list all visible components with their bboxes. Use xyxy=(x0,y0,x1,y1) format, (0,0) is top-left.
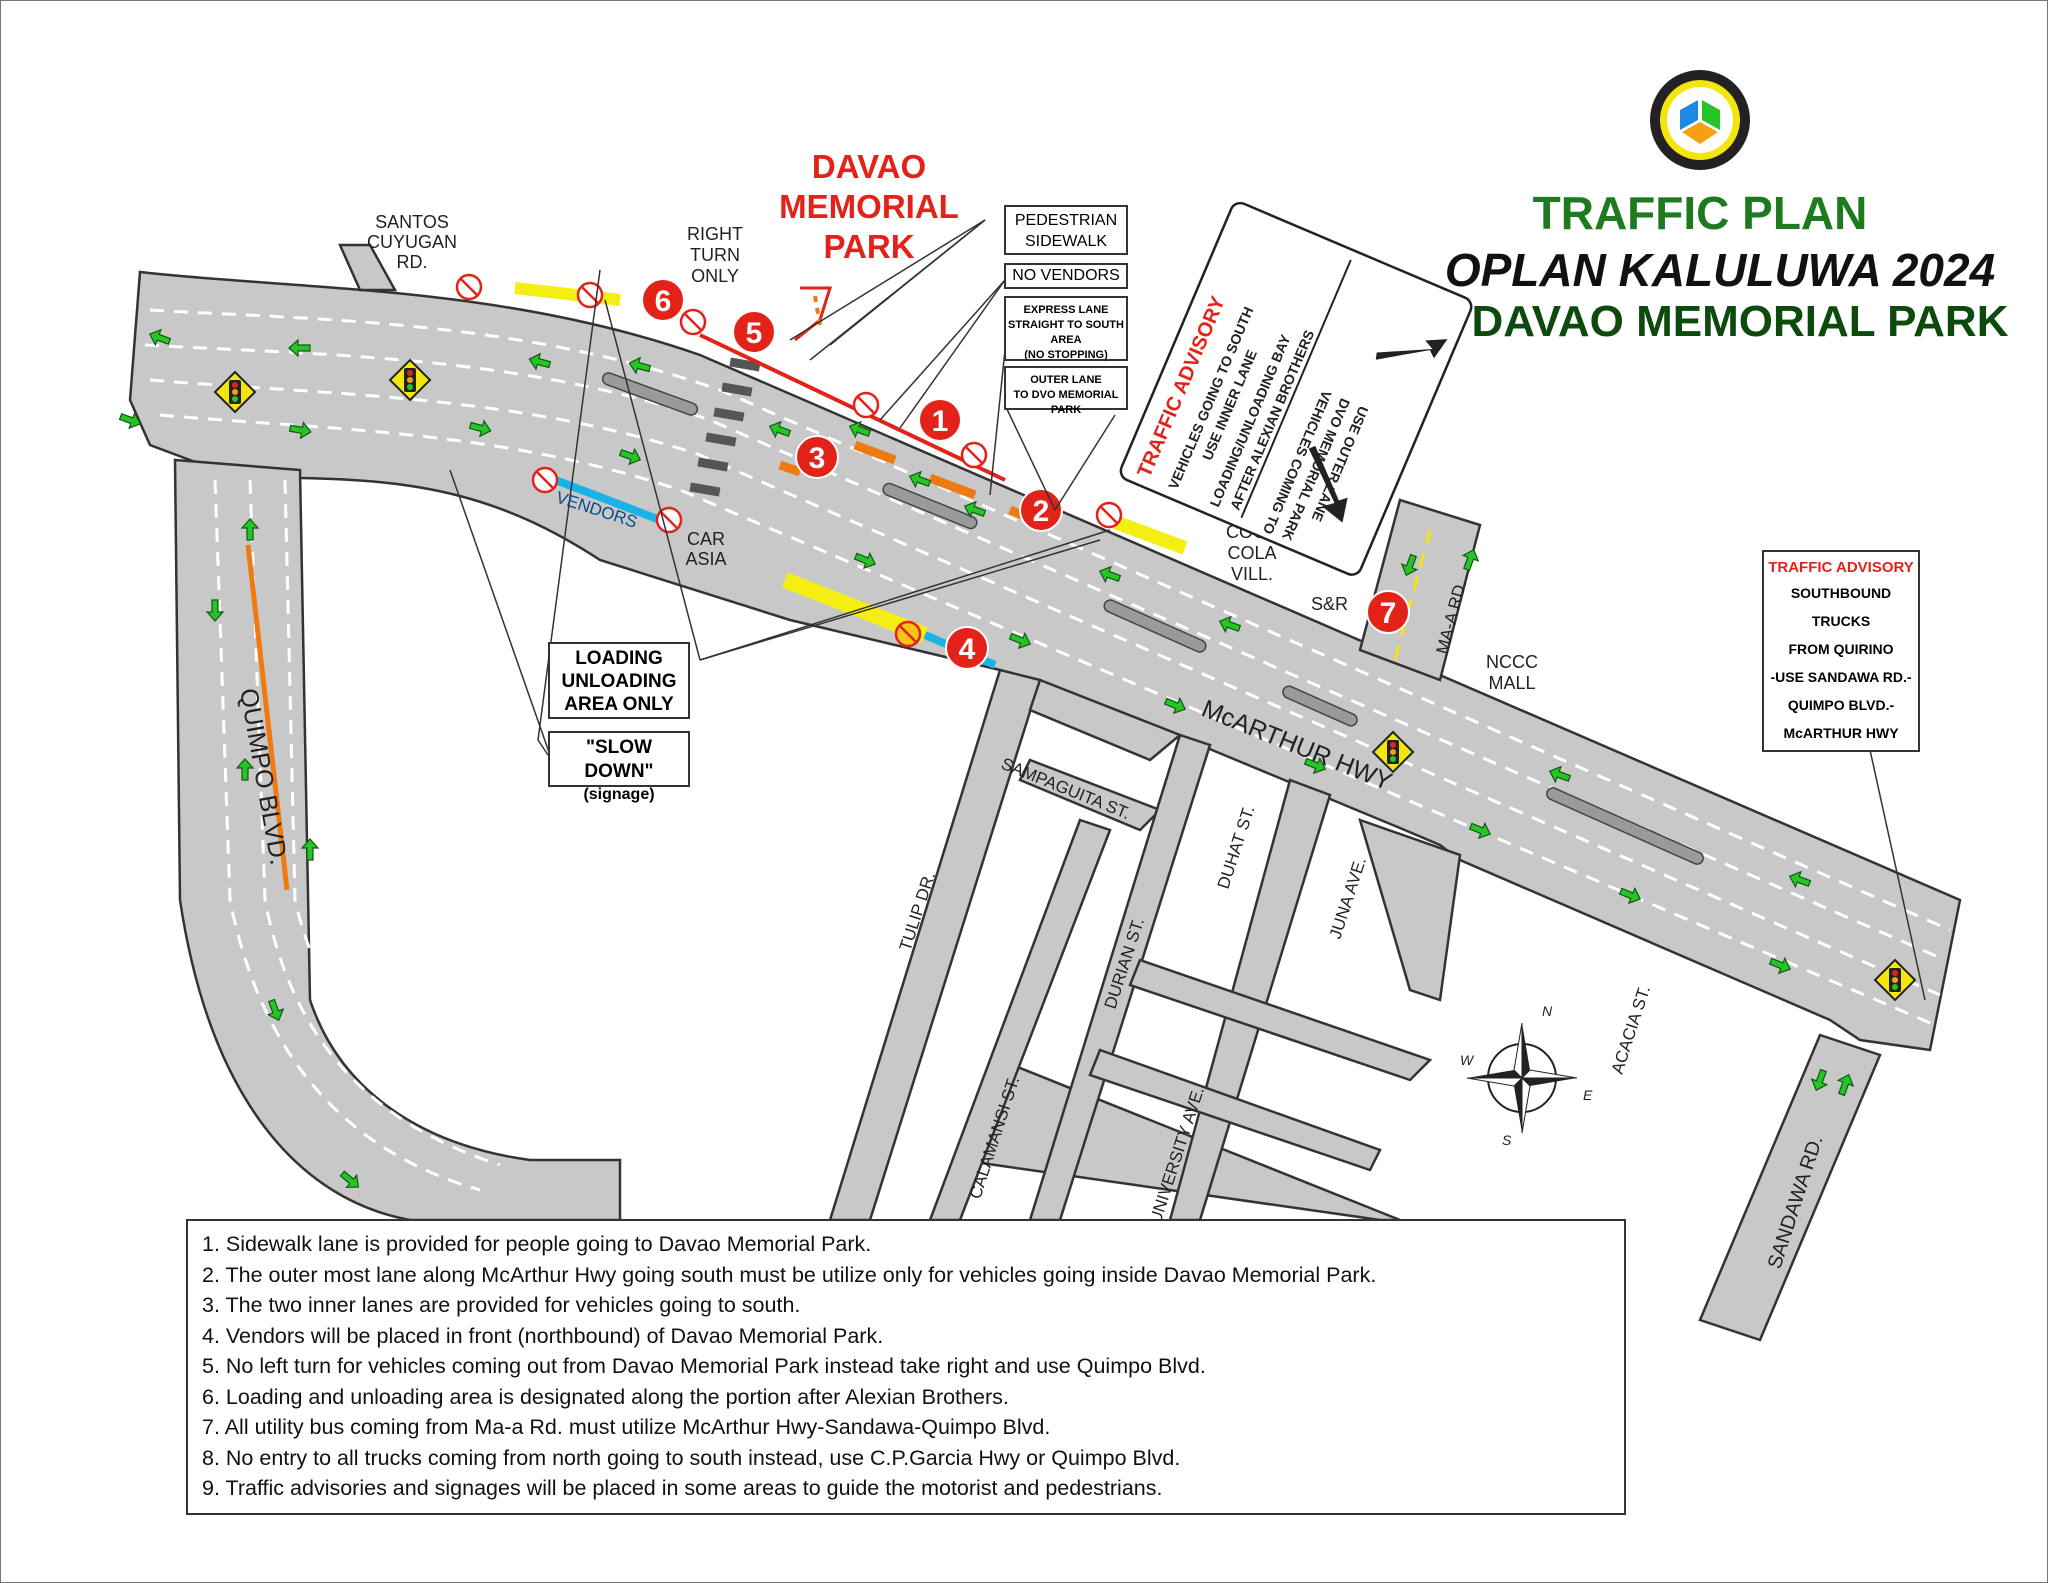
crosswalk xyxy=(689,357,761,497)
compass-e: E xyxy=(1583,1087,1593,1103)
truck-advisory: TRAFFIC ADVISORY SOUTHBOUND TRUCKS FROM … xyxy=(1762,550,1920,752)
compass-n: N xyxy=(1542,1003,1553,1019)
street-acacia: ACACIA ST. xyxy=(1608,983,1654,1076)
svg-text:1: 1 xyxy=(932,405,949,438)
road-network xyxy=(128,243,1962,1342)
title-line1: TRAFFIC PLAN xyxy=(1532,187,1868,239)
street-duhat: DUHAT ST. xyxy=(1214,803,1259,891)
marker-7: 7 xyxy=(1366,590,1410,634)
incident-markers: 1 2 3 4 5 6 7 xyxy=(641,278,1410,670)
cttmo-seal xyxy=(1650,70,1750,170)
note-item: 5. No left turn for vehicles coming out … xyxy=(202,1354,1206,1378)
callout-leaders xyxy=(449,219,1926,1001)
callout-loading: LOADING UNLOADING AREA ONLY xyxy=(548,642,690,719)
note-item: 4. Vendors will be placed in front (nort… xyxy=(202,1323,884,1348)
slow-down-sub: (signage) xyxy=(583,786,655,803)
street-juna: JUNA AVE. xyxy=(1326,855,1370,941)
svg-text:3: 3 xyxy=(809,442,826,475)
marker-5: 5 xyxy=(732,310,776,354)
title-line3: DAVAO MEMORIAL PARK xyxy=(1471,297,2009,346)
park-advisory-sign: TRAFFIC ADVISORY VEHICLES GOING TO SOUTH… xyxy=(1119,201,1473,576)
callout-outer: OUTER LANE TO DVO MEMORIAL PARK xyxy=(1004,366,1128,416)
note-item: 9. Traffic advisories and signages will … xyxy=(202,1476,1163,1500)
note-item: 7. All utility bus coming from Ma-a Rd. … xyxy=(202,1415,1051,1439)
truck-advisory-body: SOUTHBOUND TRUCKS FROM QUIRINO -USE SAND… xyxy=(1770,585,1912,741)
marker-4: 4 xyxy=(945,626,989,670)
title-line2: OPLAN KALULUWA 2024 xyxy=(1444,244,1996,296)
note-item: 3. The two inner lanes are provided for … xyxy=(202,1293,801,1317)
marker-2: 2 xyxy=(1019,488,1063,532)
svg-text:7: 7 xyxy=(1380,597,1397,630)
callout-slow-down: "SLOW DOWN" (signage) xyxy=(548,731,690,803)
svg-text:6: 6 xyxy=(655,285,672,318)
compass-s: S xyxy=(1502,1132,1512,1148)
truck-advisory-title: TRAFFIC ADVISORY xyxy=(1768,559,1914,576)
marker-6: 6 xyxy=(641,278,685,322)
callout-no-vendors: NO VENDORS xyxy=(1004,263,1128,289)
compass-w: W xyxy=(1460,1052,1475,1068)
compass-icon xyxy=(1466,1022,1578,1134)
note-item: 6. Loading and unloading area is designa… xyxy=(202,1384,1009,1409)
slow-down-title: "SLOW DOWN" xyxy=(584,737,654,782)
marker-1: 1 xyxy=(918,398,962,442)
street-sampaguita: SAMPAGUITA ST. xyxy=(999,754,1133,823)
callout-pedestrian: PEDESTRIAN SIDEWALK xyxy=(1004,205,1128,255)
notes-panel: 1. Sidewalk lane is provided for people … xyxy=(186,1219,1626,1515)
svg-text:2: 2 xyxy=(1033,495,1050,528)
place-snr: S&R xyxy=(1311,594,1348,614)
note-item: 1. Sidewalk lane is provided for people … xyxy=(202,1232,872,1256)
svg-text:4: 4 xyxy=(959,633,976,666)
callout-express: EXPRESS LANE STRAIGHT TO SOUTH AREA (NO … xyxy=(1004,296,1128,361)
marker-3: 3 xyxy=(795,435,839,479)
note-item: 2. The outer most lane along McArthur Hw… xyxy=(202,1262,1377,1287)
svg-text:5: 5 xyxy=(746,317,763,350)
medians xyxy=(601,372,1704,865)
note-item: 8. No entry to all trucks coming from no… xyxy=(202,1445,1181,1470)
